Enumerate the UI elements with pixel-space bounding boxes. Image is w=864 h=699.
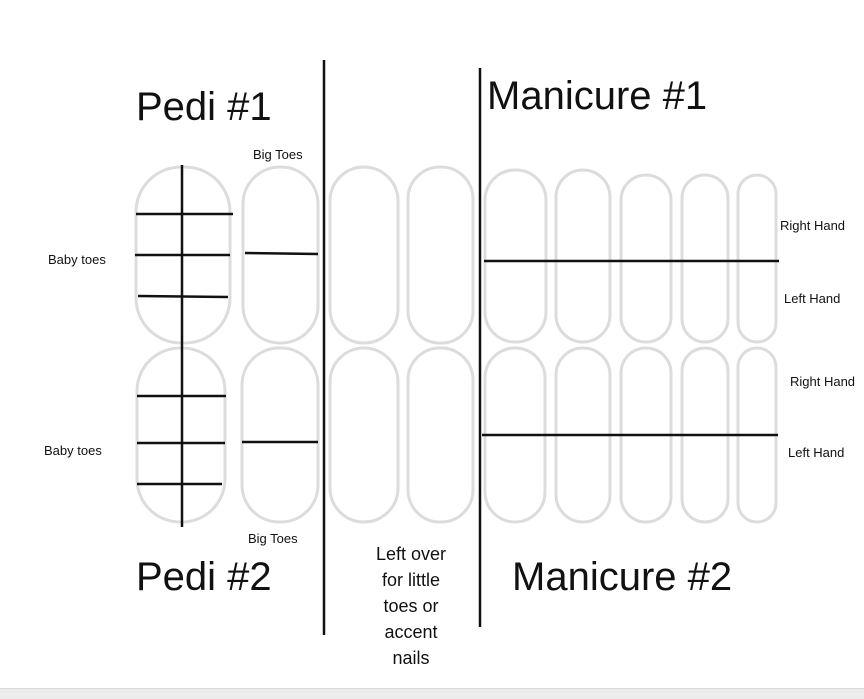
nail-shape (483, 168, 548, 344)
nail-shape (736, 173, 778, 344)
nail-shape (406, 165, 475, 345)
label-baby-toes-top: Baby toes (48, 252, 106, 267)
label-big-toes-top: Big Toes (253, 147, 303, 162)
label-left-hand-2: Left Hand (788, 445, 844, 460)
title-manicure-2: Manicure #2 (512, 555, 732, 599)
nail-shape (406, 346, 475, 524)
titles: Pedi #1 Manicure #1 Pedi #2 Manicure #2 (136, 74, 732, 599)
cut-line (244, 251, 319, 256)
cut-lines (135, 60, 779, 635)
label-left-hand-1: Left Hand (784, 291, 840, 306)
label-right-hand-1: Right Hand (780, 218, 845, 233)
leftover-line: for little (382, 570, 440, 590)
nail-shape (328, 165, 400, 345)
title-pedi-2: Pedi #2 (136, 555, 272, 599)
label-big-toes-bottom: Big Toes (248, 531, 298, 546)
leftover-line: nails (392, 648, 429, 668)
label-right-hand-2: Right Hand (790, 374, 855, 389)
nail-shape (554, 168, 612, 344)
nail-shape (619, 173, 673, 344)
nail-shape (680, 173, 730, 344)
labels: Big Toes Big Toes Baby toes Baby toes Ri… (44, 147, 855, 546)
leftover-line: Left over (376, 544, 446, 564)
leftover-note: Left over for little toes or accent nail… (376, 544, 446, 668)
label-baby-toes-bottom: Baby toes (44, 443, 102, 458)
title-pedi-1: Pedi #1 (136, 85, 272, 129)
cut-line (137, 294, 229, 299)
leftover-line: accent (384, 622, 437, 642)
nail-shape (240, 346, 320, 524)
nail-shape (328, 346, 400, 524)
nail-shapes (134, 165, 778, 524)
leftover-line: toes or (383, 596, 438, 616)
bottom-bar (0, 688, 864, 699)
title-manicure-1: Manicure #1 (487, 74, 707, 118)
nail-shape (241, 165, 320, 345)
